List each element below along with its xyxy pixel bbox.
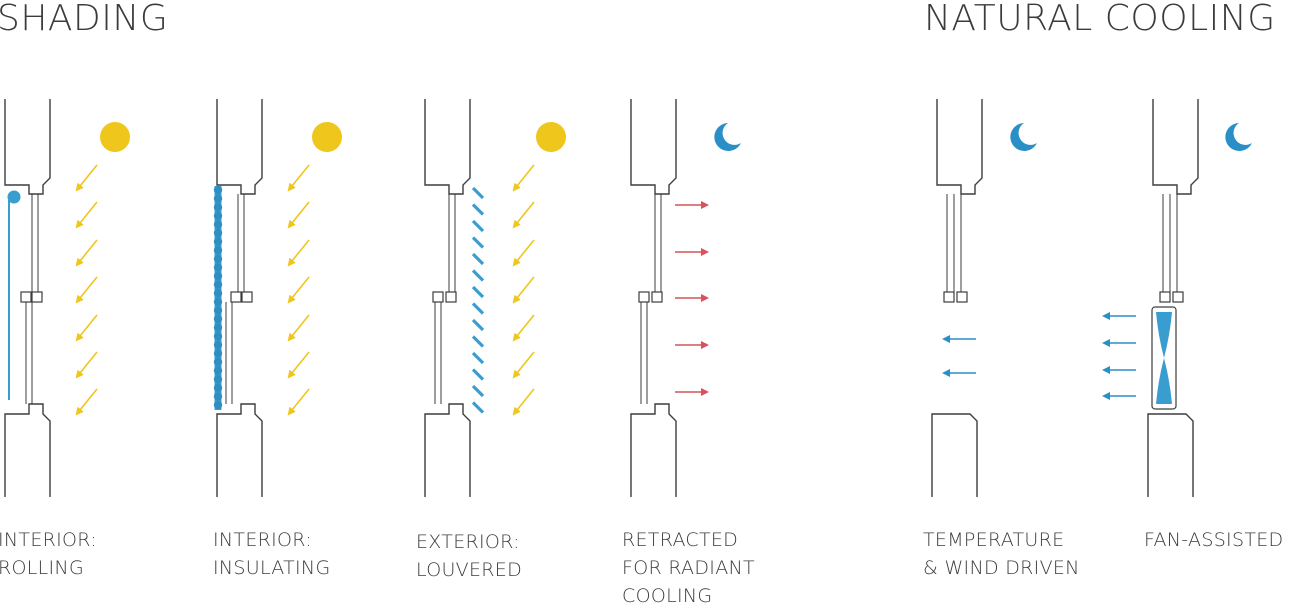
wall-upper (216, 98, 263, 195)
panel-retracted: RETRACTED FOR RADIANT COOLING (622, 98, 755, 603)
sun-ray-arrows (292, 165, 309, 410)
louver-slat (471, 285, 485, 299)
insulating-shade-cell (213, 323, 223, 332)
insulating-shade-cell (213, 237, 223, 246)
wall-lower (1147, 413, 1194, 497)
louver-slat (471, 236, 485, 249)
wall-lower (216, 403, 263, 498)
label-line-1: RETRACTED (622, 529, 738, 551)
insulating-shade-cell (213, 366, 223, 375)
wall-lower (931, 413, 978, 497)
airflow-arrows (1102, 312, 1136, 400)
insulating-shade-cell (213, 314, 223, 324)
insulating-shade-cell (213, 297, 223, 306)
sun-icon (100, 122, 130, 152)
insulating-shade-cell (213, 271, 223, 281)
wall-upper (1152, 98, 1199, 195)
label-line-2: & WIND DRIVEN (923, 557, 1080, 579)
label-line-1: INTERIOR: (0, 529, 97, 551)
insulating-shade-cell (213, 375, 223, 384)
insulating-shade-cell (213, 228, 223, 238)
panel-interior-rolling: INTERIOR: ROLLING (0, 98, 130, 579)
louver-slat (471, 318, 485, 332)
sun-icon (312, 122, 342, 152)
section-title-natural-cooling: NATURAL COOLING (924, 0, 1276, 39)
insulating-shade-cell (213, 383, 223, 392)
insulating-shade-cell (213, 254, 223, 263)
insulating-shade-cell (213, 203, 223, 212)
window-sash (638, 194, 663, 404)
wall-upper (936, 98, 983, 195)
sun-ray-arrows (517, 165, 534, 410)
louver-slat (471, 186, 485, 200)
airflow-arrows (942, 335, 976, 377)
label-line-1: FAN-ASSISTED (1144, 529, 1283, 551)
fan-icon (1151, 306, 1177, 410)
window-sash (432, 194, 457, 404)
insulating-shade-cell (213, 306, 223, 315)
exterior-louvers (471, 186, 485, 414)
insulating-shade-cell (213, 220, 223, 229)
insulating-shade (213, 185, 223, 410)
panel-interior-insulating: INTERIOR: INSULATING (213, 98, 342, 579)
sun-icon (536, 122, 566, 152)
window-sash (20, 194, 43, 404)
label-line-1: INTERIOR: (213, 529, 312, 551)
rolling-shade (7, 190, 21, 400)
label-line-2: LOUVERED (416, 559, 522, 581)
label-line-2: FOR RADIANT (622, 557, 755, 579)
window-sash-open (943, 194, 968, 303)
insulating-shade-cell (213, 246, 223, 255)
moon-icon (1010, 123, 1037, 151)
insulating-shade-cell (213, 349, 223, 358)
window-sash (225, 194, 253, 404)
wall-upper (630, 98, 677, 195)
wall-upper (4, 98, 51, 195)
louver-slat (471, 269, 485, 282)
section-title-shading: SHADING (0, 0, 168, 39)
panel-exterior-louvered: EXTERIOR: LOUVERED (416, 98, 566, 581)
label-line-2: ROLLING (0, 557, 84, 579)
insulating-shade-cell (213, 392, 223, 401)
label-line-3: COOLING (622, 585, 712, 603)
window-sash-open (1159, 194, 1184, 303)
louver-slat (471, 384, 485, 398)
louver-slat (471, 302, 485, 315)
insulating-shade-cell (213, 332, 223, 341)
insulating-shade-cell (213, 400, 223, 410)
louver-slat (471, 203, 485, 216)
louver-slat (471, 219, 485, 233)
wall-upper (424, 98, 471, 195)
wall-lower (630, 403, 677, 498)
panel-temperature-wind: TEMPERATURE & WIND DRIVEN (923, 98, 1080, 579)
insulating-shade-cell (213, 194, 223, 203)
louver-slat (471, 351, 485, 365)
wall-lower (4, 403, 51, 498)
louver-slat (471, 335, 485, 348)
label-line-2: INSULATING (213, 557, 330, 579)
moon-icon (1225, 123, 1252, 151)
louver-slat (471, 401, 485, 414)
moon-icon (714, 123, 741, 151)
insulating-shade-cell (213, 280, 223, 289)
insulating-shade-cell (213, 289, 223, 298)
louver-slat (471, 368, 485, 381)
heat-arrows (675, 201, 709, 396)
louver-slat (471, 252, 485, 266)
label-line-1: TEMPERATURE (923, 529, 1064, 551)
label-line-1: EXTERIOR: (416, 531, 520, 553)
insulating-shade-cell (213, 185, 223, 195)
insulating-shade-cell (213, 263, 223, 272)
panel-fan-assisted: FAN-ASSISTED (1102, 98, 1283, 551)
wall-lower (424, 403, 471, 498)
insulating-shade-cell (213, 357, 223, 367)
sun-ray-arrows (80, 165, 97, 410)
insulating-shade-cell (213, 340, 223, 349)
insulating-shade-cell (213, 211, 223, 220)
